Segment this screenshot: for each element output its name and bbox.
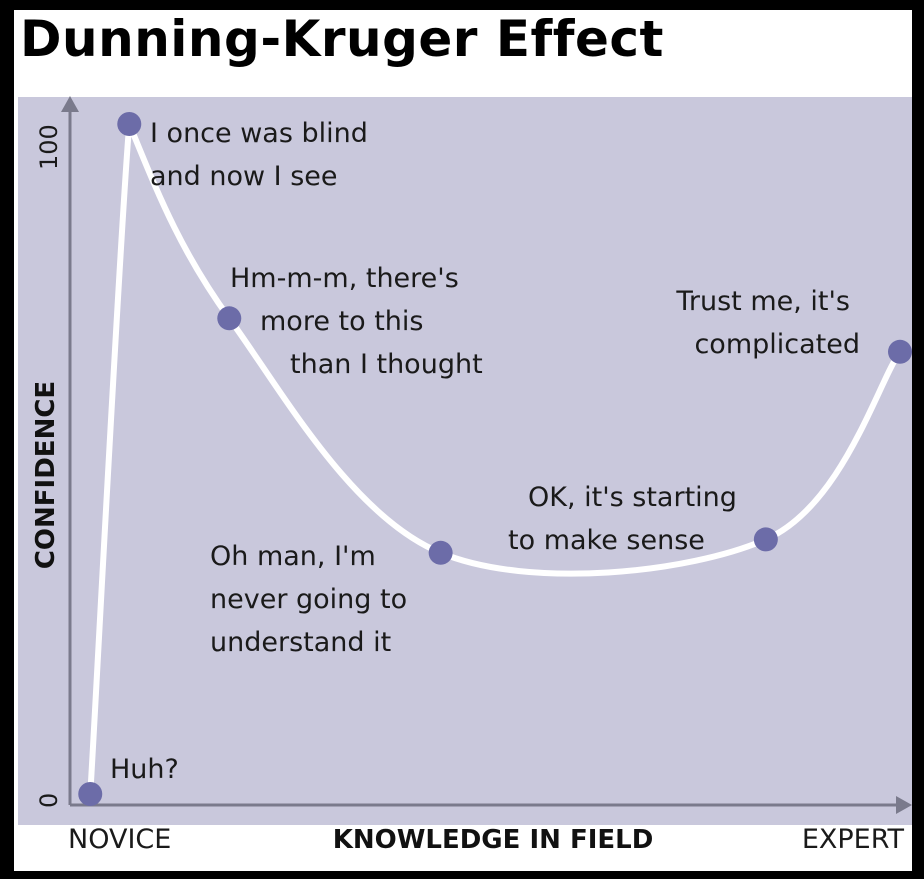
data-point xyxy=(428,540,453,565)
annotation-line: Trust me, it's xyxy=(675,286,850,317)
data-point xyxy=(217,306,242,331)
y-tick-label-100: 100 xyxy=(35,124,63,170)
y-tick-label-0: 0 xyxy=(35,793,63,808)
data-point xyxy=(888,339,912,364)
point-annotation: Oh man, I'm never going to understand it xyxy=(210,541,407,658)
annotation-line: understand it xyxy=(210,627,391,658)
x-axis-label: KNOWLEDGE IN FIELD xyxy=(333,825,654,855)
annotation-line: OK, it's starting xyxy=(528,482,737,513)
data-point xyxy=(753,527,778,552)
y-axis-arrowhead xyxy=(61,96,79,112)
plot-area xyxy=(18,97,912,825)
data-point xyxy=(78,782,103,806)
annotation-line: more to this xyxy=(260,306,423,337)
chart-title: Dunning-Kruger Effect xyxy=(20,10,664,68)
annotation-line: never going to xyxy=(210,584,407,615)
point-annotation: I once was blind and now I see xyxy=(150,118,368,192)
y-axis-label: CONFIDENCE xyxy=(31,381,61,569)
annotation-line: Oh man, I'm xyxy=(210,541,376,572)
x-axis-end-label: EXPERT xyxy=(802,824,905,855)
point-annotation: Hm-m-m, there's more to this than I though… xyxy=(230,263,483,380)
x-axis-start-label: NOVICE xyxy=(68,824,171,855)
annotation-line: Hm-m-m, there's xyxy=(230,263,459,294)
annotation-line: to make sense xyxy=(508,525,705,556)
x-axis-arrowhead xyxy=(896,796,912,814)
point-annotation: Huh? xyxy=(110,754,179,785)
annotation-line: and now I see xyxy=(150,161,338,192)
data-points xyxy=(78,112,912,806)
point-annotation: Trust me, it's complicated xyxy=(675,286,860,360)
annotation-line: Huh? xyxy=(110,754,179,785)
axes xyxy=(61,96,912,814)
point-annotations: Huh? I once was blind and now I seeHm-m-m,… xyxy=(110,118,860,785)
annotation-line: complicated xyxy=(694,329,860,360)
annotation-line: I once was blind xyxy=(150,118,368,149)
point-annotation: OK, it's starting to make sense xyxy=(508,482,737,556)
annotation-line: than I thought xyxy=(290,349,483,380)
data-point xyxy=(117,112,142,136)
